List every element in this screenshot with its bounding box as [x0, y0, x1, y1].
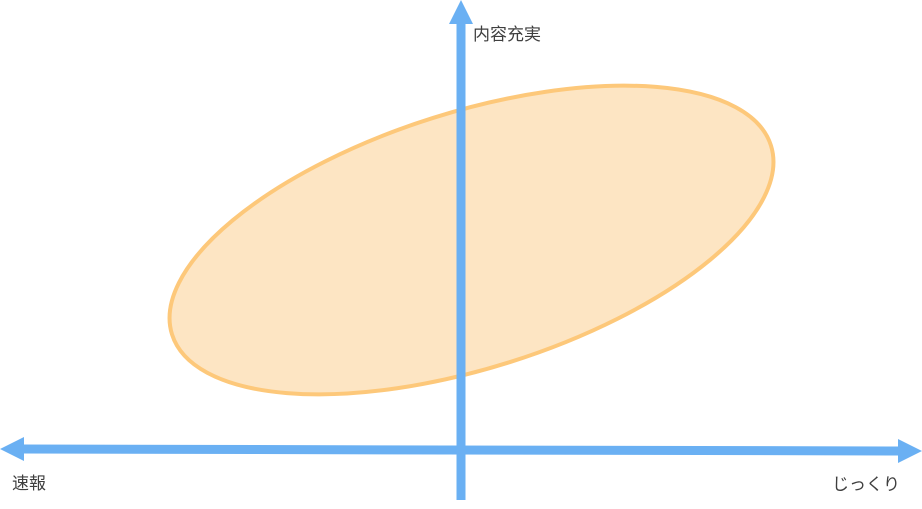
right-arrow-head	[898, 439, 922, 463]
region-ellipse	[167, 83, 776, 397]
left-arrow-head	[0, 437, 24, 461]
vertical-axis	[449, 0, 473, 500]
top-arrow-head	[449, 0, 473, 24]
horizontal-axis-right-label: じっくり	[832, 475, 900, 495]
vertical-axis-top-label: 内容充実	[473, 25, 541, 45]
horizontal-axis-left-label: 速報	[12, 474, 46, 494]
